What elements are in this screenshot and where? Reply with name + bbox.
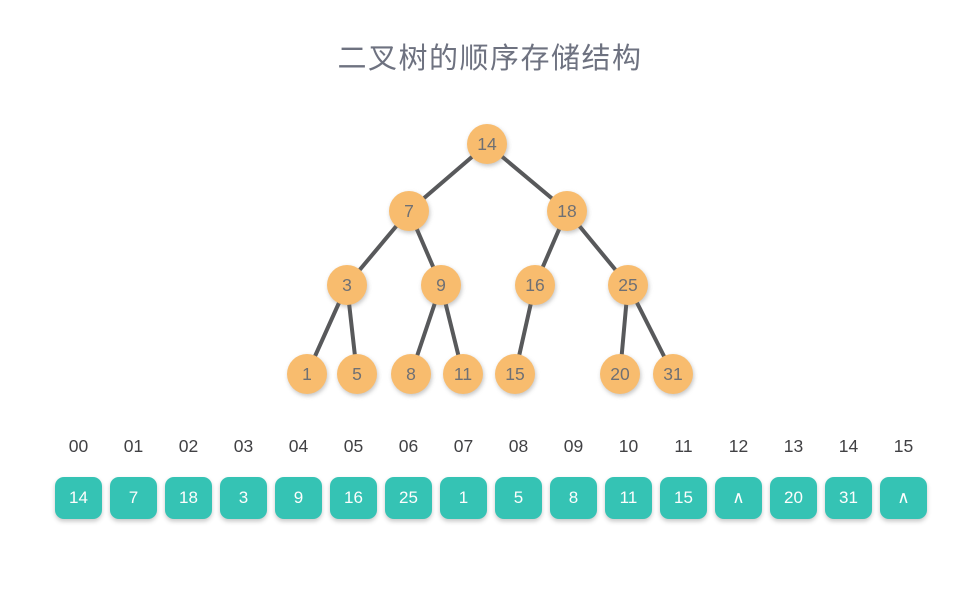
tree-node-circle	[287, 354, 327, 394]
tree-node-value: 8	[406, 364, 416, 384]
tree-node-value: 15	[505, 364, 524, 384]
tree-node-value: 16	[525, 275, 544, 295]
tree-node-circle	[389, 191, 429, 231]
array-index-label: 05	[343, 436, 364, 456]
tree-node: 5	[337, 354, 377, 394]
array-cell: ∧	[715, 477, 762, 519]
array-index-label: 08	[508, 436, 529, 456]
array-cell: 9	[275, 477, 322, 519]
tree-node: 15	[495, 354, 535, 394]
array-cell: 8	[550, 477, 597, 519]
array-index-label: 01	[123, 436, 144, 456]
array-index-label: 15	[893, 436, 914, 456]
array-index-label: 14	[838, 436, 859, 456]
array-cell: 11	[605, 477, 652, 519]
tree-node-value: 20	[610, 364, 630, 384]
tree-node-value: 1	[302, 364, 312, 384]
array-cell: 15	[660, 477, 707, 519]
array-index-label: 10	[618, 436, 639, 456]
array-cell: 3	[220, 477, 267, 519]
array-cell: 25	[385, 477, 432, 519]
tree-node-circle	[337, 354, 377, 394]
array-index-label: 02	[178, 436, 199, 456]
page-title: 二叉树的顺序存储结构	[337, 43, 643, 75]
array-index-label: 03	[233, 436, 254, 456]
array-index-label: 11	[674, 436, 693, 456]
tree-node: 18	[547, 191, 587, 231]
tree-node-value: 25	[618, 275, 637, 295]
array-cell: 7	[110, 477, 157, 519]
tree-node-value: 5	[352, 364, 362, 384]
tree-node-value: 31	[663, 364, 682, 384]
tree-node: 1	[287, 354, 327, 394]
tree-node-circle	[515, 265, 555, 305]
tree-node-value: 3	[342, 275, 352, 295]
tree-node: 3	[327, 265, 367, 305]
tree-node-circle	[547, 191, 587, 231]
tree-node-value: 7	[404, 201, 414, 221]
tree-node: 16	[515, 265, 555, 305]
tree-node-circle	[421, 265, 461, 305]
tree-node-value: 9	[436, 275, 446, 295]
array-index-label: 09	[563, 436, 584, 456]
array-cell: 18	[165, 477, 212, 519]
tree-node-circle	[443, 354, 483, 394]
tree-node: 9	[421, 265, 461, 305]
tree-node-circle	[608, 265, 648, 305]
array-cell: ∧	[880, 477, 927, 519]
array-index-label: 12	[728, 436, 749, 456]
tree-node: 11	[443, 354, 483, 394]
array-cell: 5	[495, 477, 542, 519]
tree-node: 31	[653, 354, 693, 394]
tree-node: 20	[600, 354, 640, 394]
tree-node-value: 14	[477, 134, 497, 154]
array-cell: 16	[330, 477, 377, 519]
array-index-label: 04	[288, 436, 309, 456]
array-index-label: 07	[453, 436, 474, 456]
array-index-label: 00	[68, 436, 89, 456]
tree-node-circle	[495, 354, 535, 394]
tree-node-value: 18	[557, 201, 576, 221]
tree-node: 8	[391, 354, 431, 394]
tree-node: 7	[389, 191, 429, 231]
tree-node: 14	[467, 124, 507, 164]
array-cell: 20	[770, 477, 817, 519]
array-cell: 14	[55, 477, 102, 519]
array-cell: 1	[440, 477, 487, 519]
tree-node-circle	[391, 354, 431, 394]
tree-node-circle	[653, 354, 693, 394]
tree-node: 25	[608, 265, 648, 305]
tree-node-value: 11	[454, 364, 472, 384]
tree-node-circle	[600, 354, 640, 394]
tree-node-circle	[327, 265, 367, 305]
array-index-label: 13	[783, 436, 804, 456]
tree-node-circle	[467, 124, 507, 164]
array-index-label: 06	[398, 436, 419, 456]
array-cell: 31	[825, 477, 872, 519]
